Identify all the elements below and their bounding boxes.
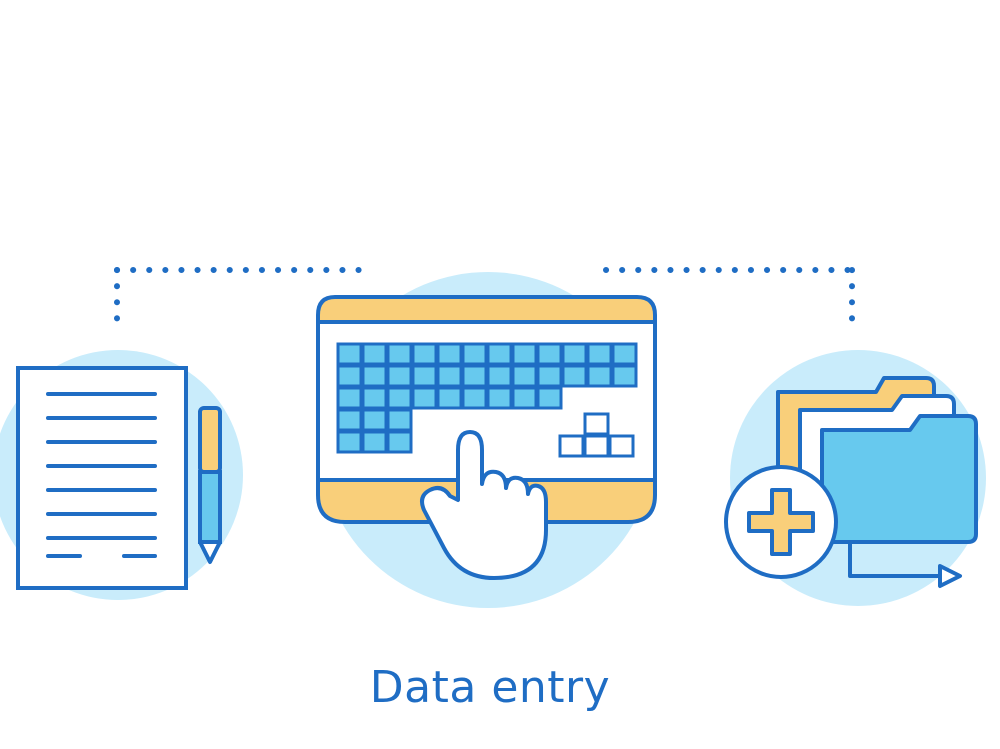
pen-icon <box>198 406 222 564</box>
keyboard-key <box>461 342 488 366</box>
keyboard-key <box>511 364 538 388</box>
keyboard-key <box>361 342 388 366</box>
keyboard-key <box>611 364 638 388</box>
keyboard-key <box>436 342 463 366</box>
keyboard-key <box>486 364 513 388</box>
keyboard-with-hand-icon <box>316 272 657 608</box>
keyboard-key <box>586 342 613 366</box>
keyboard-key <box>411 364 438 388</box>
folder-front <box>820 414 978 544</box>
keyboard-key <box>486 342 513 366</box>
keyboard-key <box>536 386 563 410</box>
keyboard-key <box>336 430 363 454</box>
keyboard-key <box>386 364 413 388</box>
keyboard-key <box>436 364 463 388</box>
keyboard-key <box>461 386 488 410</box>
folders-add-icon <box>724 350 986 606</box>
keyboard-key <box>386 342 413 366</box>
keyboard-key <box>386 430 413 454</box>
arrow-key-down <box>583 434 610 458</box>
keyboard-key <box>386 408 413 432</box>
keyboard-key <box>586 364 613 388</box>
keyboard-key <box>561 364 588 388</box>
keyboard-key <box>536 364 563 388</box>
keyboard-key <box>536 342 563 366</box>
arrow-key-right <box>608 434 635 458</box>
keyboard-key <box>386 386 413 410</box>
dotted-connector-left <box>114 267 369 333</box>
keyboard-key <box>361 386 388 410</box>
keyboard-key <box>336 364 363 388</box>
keyboard-key <box>336 408 363 432</box>
keyboard-key <box>361 364 388 388</box>
document-sheet <box>16 366 188 590</box>
keyboard-key <box>336 342 363 366</box>
keyboard-key <box>436 386 463 410</box>
keyboard-key <box>361 408 388 432</box>
dotted-connector-right <box>603 267 855 333</box>
arrow-key-up <box>583 412 610 436</box>
arrow-key-left <box>558 434 585 458</box>
keyboard-key <box>361 430 388 454</box>
document-with-pen-icon <box>0 350 243 600</box>
keyboard-key <box>461 364 488 388</box>
document-lines <box>46 392 157 558</box>
keyboard-key <box>511 386 538 410</box>
keyboard-key <box>611 342 638 366</box>
keyboard-key <box>411 386 438 410</box>
keyboard-key <box>411 342 438 366</box>
keyboard-keys <box>336 342 638 454</box>
caption-title: Data entry <box>369 662 611 713</box>
hand-icon <box>420 430 548 580</box>
keyboard-key <box>486 386 513 410</box>
keyboard-key <box>336 386 363 410</box>
plus-icon <box>747 488 815 556</box>
keyboard-key <box>561 342 588 366</box>
arrow-keys <box>558 412 635 458</box>
keyboard-key <box>511 342 538 366</box>
arrow-right-icon <box>848 542 962 588</box>
